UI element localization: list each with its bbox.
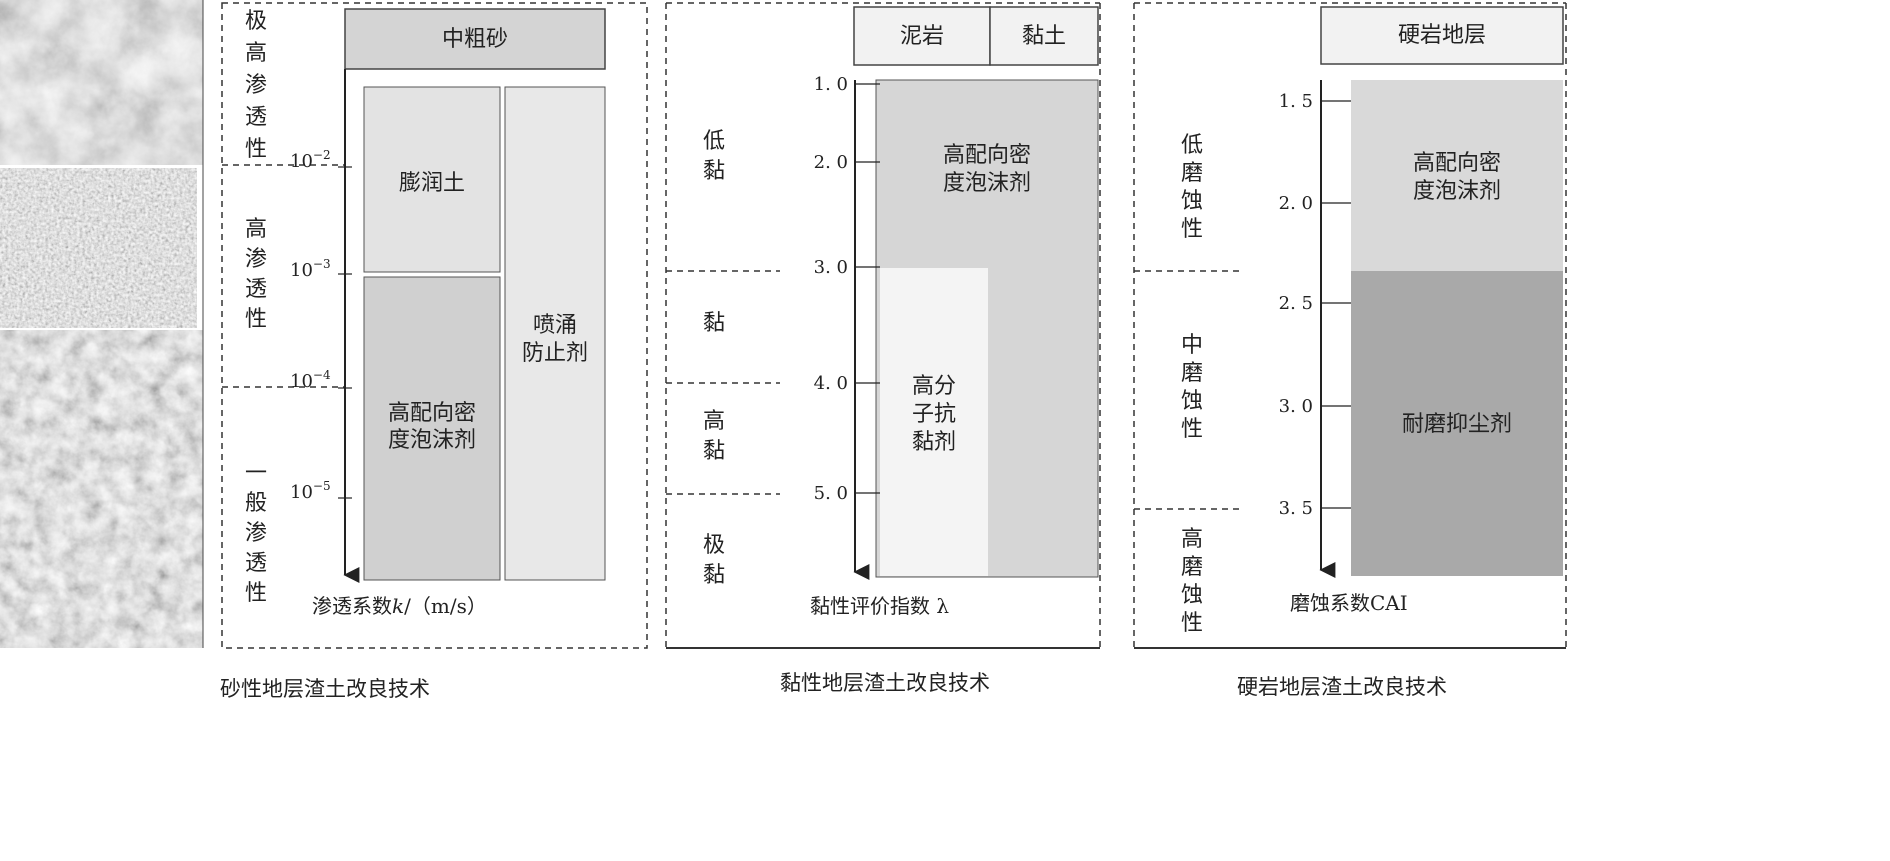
- mudstone-header-box: [853, 6, 991, 66]
- clay-header-box: [989, 6, 1099, 66]
- rock-tick-label-4: 3. 0: [1279, 396, 1313, 417]
- sand-foam-box: [363, 276, 501, 581]
- clay-tick-label-5: 5. 0: [814, 483, 848, 504]
- soil-photo-strip: [0, 0, 204, 648]
- sand-header-box: [344, 8, 606, 70]
- clay-zone-label-3: 高黏: [703, 409, 725, 464]
- sand-header-label: 中粗砂: [442, 27, 508, 52]
- sand-axis-title: 渗透系数k/（m/s）: [312, 594, 487, 618]
- antispray-box: [504, 86, 606, 581]
- rock-tick-label-2: 2. 0: [1279, 193, 1313, 214]
- polymer-label-3: 黏剂: [912, 430, 956, 455]
- rock-header-box: [1320, 6, 1564, 65]
- rock-header-label: 硬岩地层: [1398, 23, 1486, 48]
- rock-zone-label-2: 中磨蚀性: [1181, 333, 1203, 442]
- dust-label: 耐磨抑尘剂: [1402, 412, 1512, 437]
- clay-zone-label-2: 黏: [703, 311, 725, 336]
- sand-foam-label-2: 度泡沫剂: [388, 428, 476, 453]
- bentonite-box: [363, 86, 501, 273]
- rock-zone-label-1: 低磨蚀性: [1181, 133, 1203, 242]
- rock-tick-label-5: 3. 5: [1279, 498, 1313, 519]
- clay-ticks: 1. 0 2. 0 3. 0 4. 0 5. 0: [814, 74, 880, 504]
- dust-box: [1351, 271, 1563, 576]
- soil-photo: [0, 330, 203, 648]
- rock-tick-label-1: 1. 5: [1279, 91, 1313, 112]
- rock-axis-title: 磨蚀系数CAI: [1290, 591, 1408, 615]
- sand-caption: 砂性地层渣土改良技术: [220, 677, 430, 701]
- rock-panel: 低磨蚀性 中磨蚀性 高磨蚀性 硬岩地层 高配向密 度泡沫剂 耐磨抑尘剂 1. 5…: [1133, 2, 1567, 649]
- sand-ticks: 10−2 10−3 10−4 10−5: [290, 148, 352, 503]
- clay-tick-label-1: 1. 0: [814, 74, 848, 95]
- bentonite-label: 膨润土: [399, 171, 465, 196]
- clay-panel: 低黏 黏 高黏 极黏 泥岩 黏土 高配向密 度泡沫剂 高分 子抗 黏剂 1. 0…: [665, 2, 1101, 649]
- sand-pile-photo: [0, 168, 197, 328]
- antispray-label-1: 喷涌: [533, 313, 577, 338]
- mudstone-header-label: 泥岩: [900, 24, 944, 49]
- gravel-photo: [0, 0, 203, 165]
- polymer-label-2: 子抗: [912, 402, 956, 427]
- sand-tick-label-2: 10−3: [290, 257, 331, 281]
- polymer-label-1: 高分: [912, 374, 956, 399]
- sand-panel-frame: [221, 2, 648, 649]
- antispray-label-2: 防止剂: [522, 341, 588, 366]
- rock-tick-label-3: 2. 5: [1279, 293, 1313, 314]
- clay-zone-label-4: 极黏: [703, 533, 725, 588]
- clay-header-label: 黏土: [1022, 24, 1066, 49]
- clay-foam-label-2: 度泡沫剂: [943, 171, 1031, 196]
- clay-tick-label-4: 4. 0: [814, 373, 848, 394]
- sand-zone-label-2: 高渗透性: [245, 217, 267, 332]
- clay-zone-label-1: 低黏: [703, 129, 725, 184]
- sand-tick-label-4: 10−5: [290, 479, 331, 503]
- sand-zone-label-3: 一般渗透性: [245, 461, 267, 606]
- sand-tick-label-1: 10−2: [290, 148, 331, 172]
- sand-zone-label-1: 极高渗透性: [245, 9, 267, 162]
- rock-ticks: 1. 5 2. 0 2. 5 3. 0 3. 5: [1279, 91, 1351, 519]
- rock-foam-box: [1351, 80, 1563, 271]
- rock-caption: 硬岩地层渣土改良技术: [1237, 675, 1447, 699]
- clay-axis-title: 黏性评价指数 λ: [810, 594, 949, 618]
- diagram-canvas: 极高渗透性 高渗透性 一般渗透性 中粗砂 10−2 10−3 10−4 10−5…: [0, 0, 1567, 701]
- polymer-box: [880, 268, 988, 576]
- rock-foam-label-1: 高配向密: [1413, 151, 1501, 176]
- sand-tick-label-3: 10−4: [290, 368, 331, 392]
- rock-foam-label-2: 度泡沫剂: [1413, 179, 1501, 204]
- clay-caption: 黏性地层渣土改良技术: [780, 671, 990, 695]
- rock-zone-label-3: 高磨蚀性: [1181, 527, 1203, 636]
- clay-foam-label-1: 高配向密: [943, 143, 1031, 168]
- clay-tick-label-3: 3. 0: [814, 257, 848, 278]
- sand-foam-label-1: 高配向密: [388, 401, 476, 426]
- clay-tick-label-2: 2. 0: [814, 152, 848, 173]
- sand-panel: 极高渗透性 高渗透性 一般渗透性 中粗砂 10−2 10−3 10−4 10−5…: [221, 2, 648, 649]
